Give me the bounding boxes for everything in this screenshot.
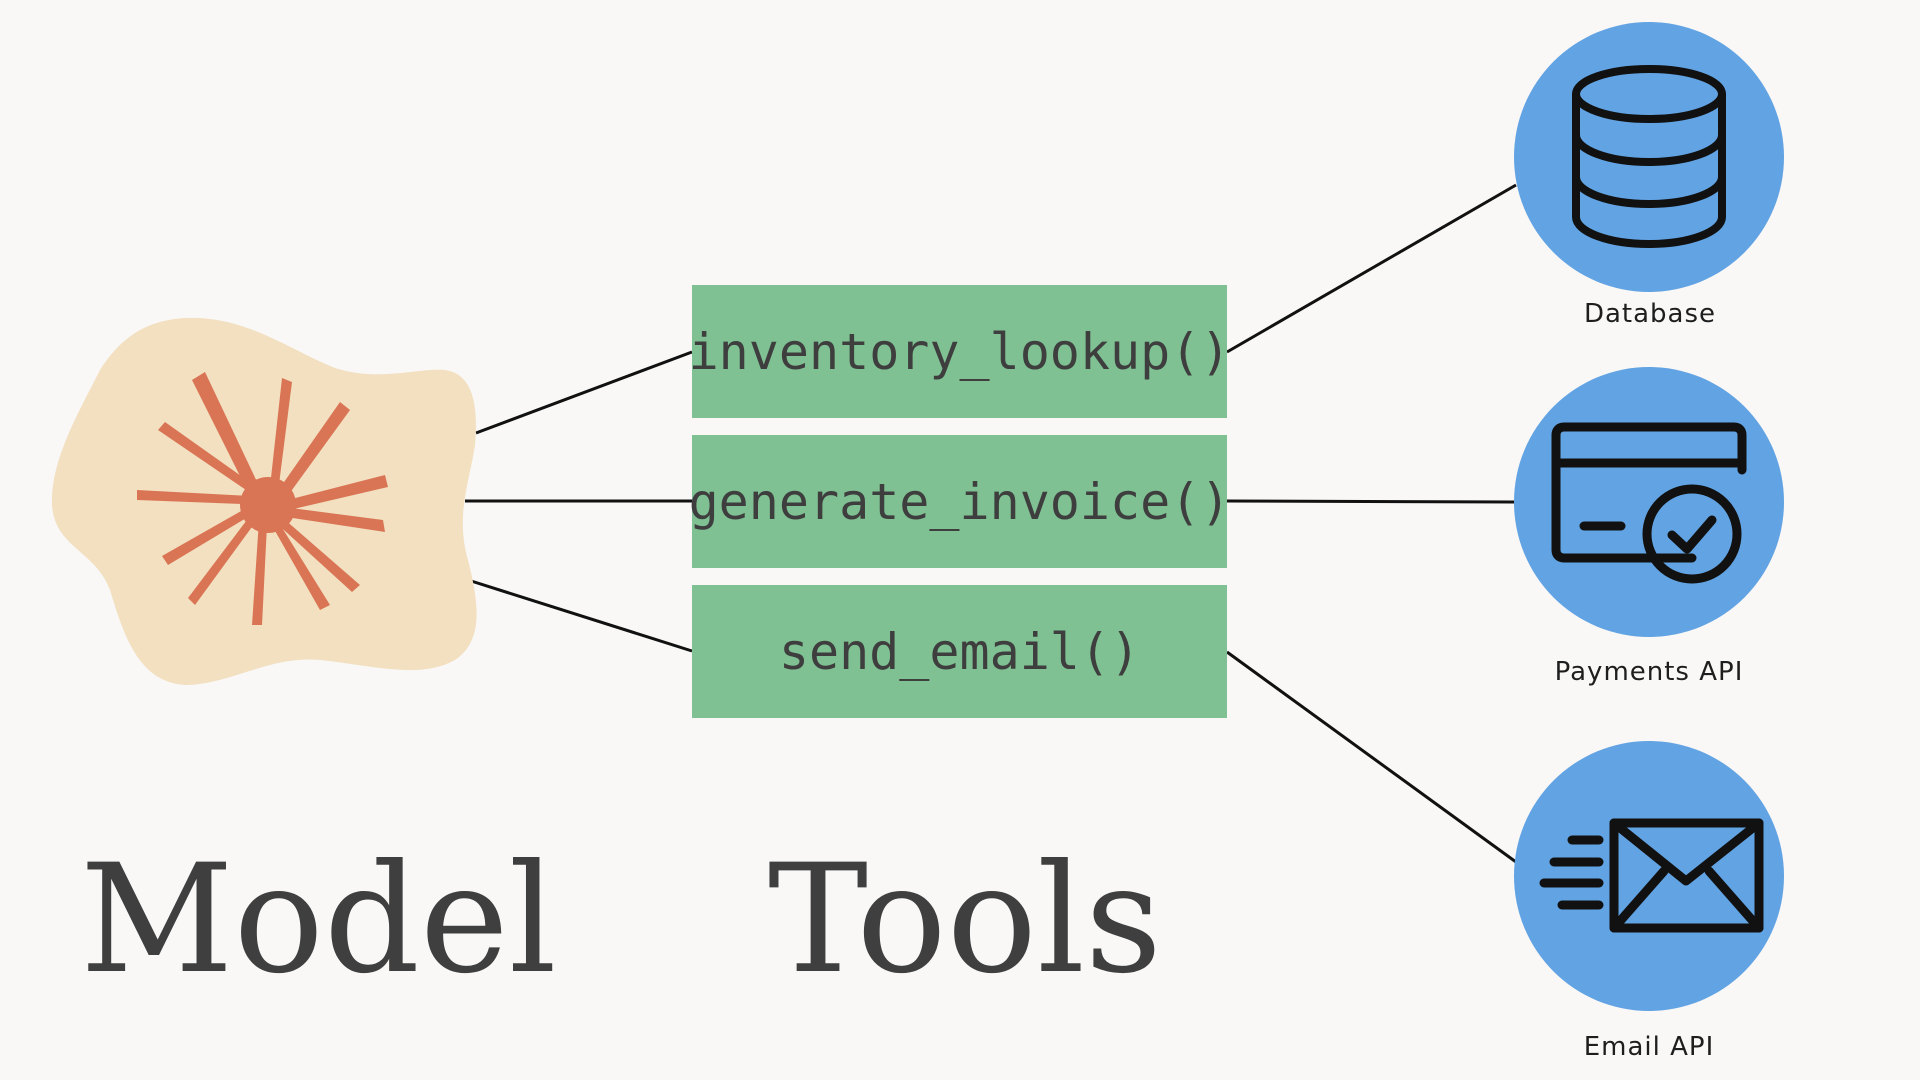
connector-model-email bbox=[467, 578, 693, 653]
service-email bbox=[1514, 741, 1784, 1011]
service-label-database: Database bbox=[1583, 299, 1717, 329]
tool-inventory-lookup: inventory_lookup() bbox=[689, 285, 1230, 418]
service-label-payments: Payments API bbox=[1554, 657, 1744, 687]
tool-send-email: send_email() bbox=[692, 585, 1227, 718]
service-payments bbox=[1514, 367, 1784, 637]
connector-model-inventory bbox=[475, 350, 693, 435]
connector-inventory-database bbox=[1226, 183, 1517, 354]
service-label-email: Email API bbox=[1583, 1032, 1715, 1062]
connector-email-emailapi bbox=[1226, 650, 1517, 864]
email-icon bbox=[1539, 818, 1764, 933]
tools-label: Tools bbox=[768, 833, 1162, 1007]
connector-invoice-payments bbox=[1226, 499, 1515, 504]
tool-generate-invoice: generate_invoice() bbox=[689, 435, 1230, 568]
service-database bbox=[1514, 22, 1784, 292]
model-label: Model bbox=[80, 833, 557, 1007]
payment-card-icon bbox=[1551, 422, 1747, 584]
starburst-icon bbox=[137, 372, 388, 625]
database-icon bbox=[1572, 65, 1726, 248]
